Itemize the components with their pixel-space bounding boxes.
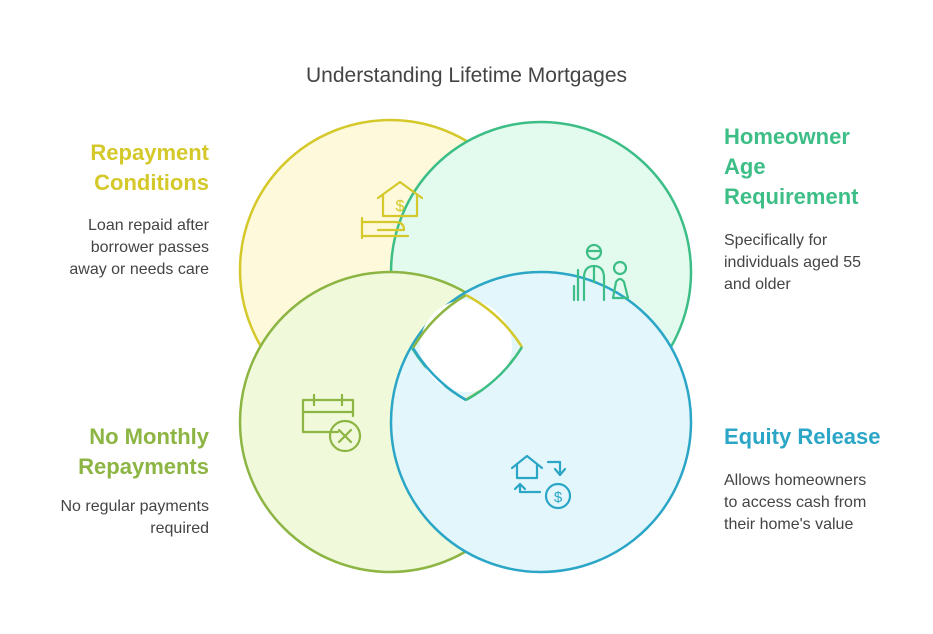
no-monthly-description: No regular payments required — [60, 496, 209, 540]
repayment-heading-line1: Repayment — [90, 140, 209, 165]
homeowner-heading-line3: Requirement — [724, 184, 859, 209]
homeowner-heading: Homeowner Age Requirement — [724, 122, 858, 212]
center-hole-top-right — [465, 293, 524, 348]
homeowner-desc-line3: and older — [724, 276, 791, 293]
equity-heading: Equity Release — [724, 422, 881, 452]
no-monthly-desc-line2: required — [150, 520, 209, 537]
homeowner-description: Specifically for individuals aged 55 and… — [724, 230, 861, 296]
equity-desc-line1: Allows homeowners — [724, 472, 867, 489]
calendar-cancel-icon — [301, 393, 362, 453]
center-hole-top-left — [411, 293, 467, 349]
center-hole-bottom-left — [411, 347, 467, 402]
homeowner-desc-line2: individuals aged 55 — [724, 254, 861, 271]
no-monthly-heading: No Monthly Repayments — [78, 422, 209, 482]
center-hole-bottom-right — [465, 346, 524, 402]
no-monthly-desc-line1: No regular payments — [60, 498, 209, 515]
svg-text:$: $ — [396, 198, 405, 215]
homeowner-heading-line2: Age — [724, 154, 766, 179]
equity-desc-line3: their home's value — [724, 516, 854, 533]
repayment-heading: Repayment Conditions — [90, 138, 209, 198]
equity-desc-line2: to access cash from — [724, 494, 867, 511]
house-dollar-hand-icon: $ — [360, 180, 424, 240]
repayment-desc-line3: away or needs care — [69, 261, 209, 278]
equity-heading-line1: Equity Release — [724, 424, 881, 449]
repayment-desc-line1: Loan repaid after — [88, 217, 209, 234]
svg-text:$: $ — [554, 489, 563, 506]
homeowner-desc-line1: Specifically for — [724, 232, 828, 249]
equity-description: Allows homeowners to access cash from th… — [724, 470, 866, 536]
page-title: Understanding Lifetime Mortgages — [305, 64, 627, 87]
center-hole — [420, 300, 512, 392]
repayment-heading-line2: Conditions — [94, 170, 209, 195]
repayment-description: Loan repaid after borrower passes away o… — [69, 215, 209, 281]
elderly-people-icon — [572, 243, 630, 302]
repayment-desc-line2: borrower passes — [90, 239, 209, 256]
homeowner-heading-line1: Homeowner — [724, 124, 850, 149]
no-monthly-heading-line2: Repayments — [78, 454, 209, 479]
no-monthly-heading-line1: No Monthly — [89, 424, 209, 449]
house-cash-exchange-icon: $ — [510, 454, 572, 510]
